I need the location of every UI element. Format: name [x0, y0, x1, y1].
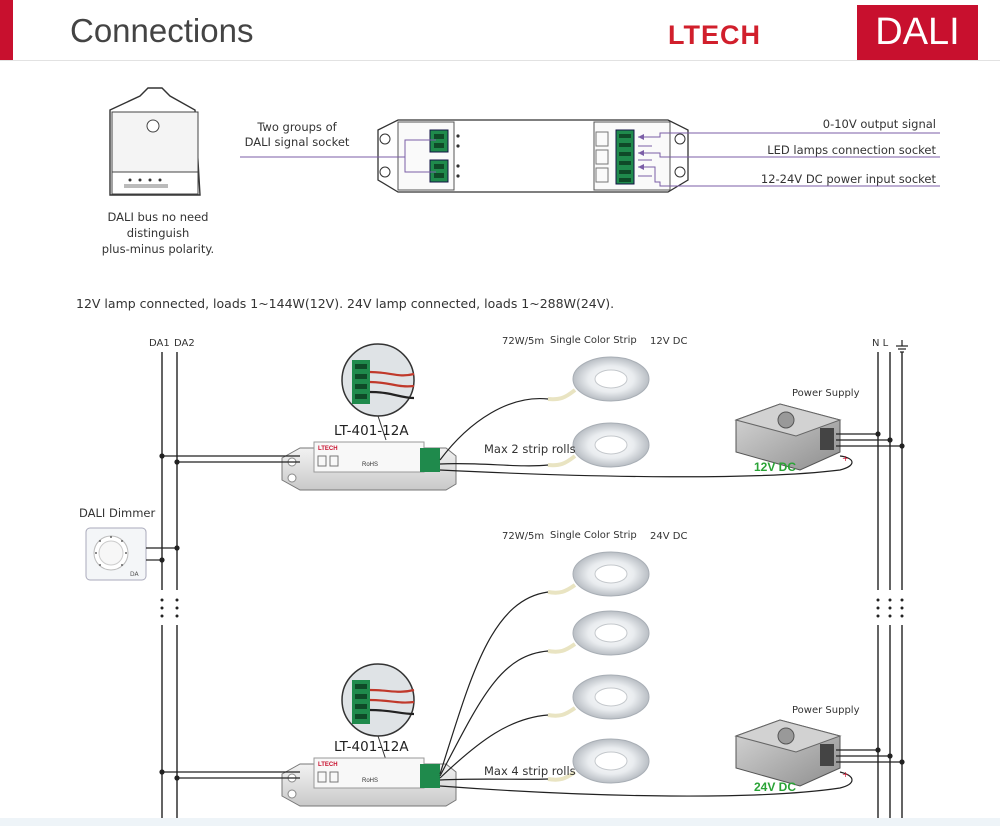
- strip-spec-24v: 72W/5m: [502, 531, 545, 542]
- callout-lines: [240, 132, 940, 187]
- footer-strip: [0, 818, 1000, 826]
- ps-12v-wires: +: [439, 431, 905, 478]
- ps-24v-wires: +: [439, 747, 905, 797]
- svg-text:RoHS: RoHS: [362, 462, 378, 468]
- header-divider: [0, 60, 1000, 61]
- terminal-zoom-12v: [341, 343, 415, 441]
- max-rolls-24v: Max 4 strip rolls: [484, 764, 576, 778]
- driver-device-24v: LTECH RoHS: [281, 757, 457, 807]
- dali-socket-label: Two groups of DALI signal socket: [244, 120, 350, 149]
- strip-voltage-24v: 24V DC: [650, 531, 688, 542]
- strip-voltage-12v: 12V DC: [650, 336, 688, 347]
- mains-continuation-dots: [876, 598, 904, 618]
- led-strip-reel: [547, 738, 650, 784]
- driver-24v-bus-wires: [159, 769, 300, 781]
- terminal-zoom-24v: [341, 663, 415, 761]
- svg-text:+: +: [842, 770, 849, 779]
- led-strip-reel: [547, 551, 650, 597]
- power-supply-12v: [734, 403, 842, 471]
- led-strip-reel: [547, 356, 650, 402]
- driver-model-24v: LT-401-12A: [334, 739, 409, 755]
- polarity-note: DALI bus no need distinguish plus-minus …: [101, 210, 215, 256]
- max-rolls-12v: Max 2 strip rolls: [484, 442, 576, 456]
- led-strip-reel: [547, 422, 650, 468]
- ltech-logo: LTECH: [668, 20, 761, 50]
- driver-12v-bus-wires: [159, 453, 300, 465]
- label-da2: DA2: [174, 338, 195, 349]
- strip-type-12v: Single Color Strip: [550, 335, 637, 346]
- svg-text:DA: DA: [130, 571, 140, 578]
- dali-bus-continuation-dots: [160, 598, 179, 618]
- led-strip-reel: [547, 674, 650, 720]
- strip-spec-12v: 72W/5m: [502, 336, 545, 347]
- callout-arrows: [638, 134, 644, 170]
- strip-type-24v: Single Color Strip: [550, 530, 637, 541]
- power-supply-voltage-24v: 24V DC: [754, 780, 797, 794]
- strip-wires-24v: [439, 591, 549, 781]
- label-led-lamps-socket: LED lamps connection socket: [767, 143, 936, 157]
- load-note: 12V lamp connected, loads 1~144W(12V). 2…: [76, 296, 615, 311]
- driver-device-12v: LTECH RoHS: [281, 441, 457, 491]
- page-title: Connections: [70, 12, 254, 49]
- dali-bus-lines: [161, 352, 178, 818]
- svg-text:+: +: [842, 454, 849, 463]
- led-strip-reel: [547, 610, 650, 656]
- strip-wires-12v: [439, 397, 549, 467]
- dali-badge: DALI: [857, 5, 978, 60]
- ground-icon: [896, 340, 908, 353]
- svg-text:LTECH: LTECH: [318, 446, 338, 452]
- label-da1: DA1: [149, 338, 170, 349]
- power-supply-voltage-12v: 12V DC: [754, 460, 797, 474]
- label-mains: N L: [872, 338, 889, 349]
- driver-model-12v: LT-401-12A: [334, 423, 409, 439]
- mains-lines: [877, 352, 903, 818]
- svg-text:RoHS: RoHS: [362, 778, 378, 784]
- label-power-input-socket: 12-24V DC power input socket: [760, 172, 936, 186]
- power-supply-label-12v: Power Supply: [792, 388, 860, 399]
- power-supply-24v: [734, 719, 842, 787]
- dimmer-bus-wires: [146, 545, 180, 563]
- dali-dimmer-device: DA: [85, 527, 147, 581]
- dali-dimmer-label: DALI Dimmer: [79, 506, 156, 520]
- module-back-view: [109, 87, 201, 196]
- power-supply-label-24v: Power Supply: [792, 705, 860, 716]
- accent-bar: [0, 0, 13, 60]
- svg-text:LTECH: LTECH: [318, 762, 338, 768]
- label-0-10v-output: 0-10V output signal: [822, 117, 936, 131]
- module-top-view: [377, 119, 689, 193]
